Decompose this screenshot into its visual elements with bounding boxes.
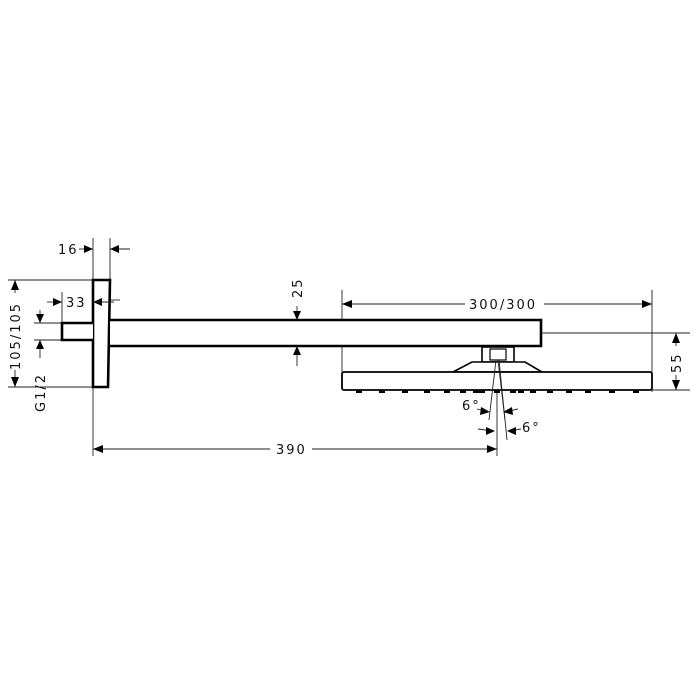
- dim-arm-height: 25: [291, 277, 306, 366]
- spray-angle-lines: [488, 359, 508, 441]
- dim-thread: G1/2: [34, 310, 49, 412]
- dim-spray-angle-right: 6°: [477, 421, 541, 436]
- dim-head-size: 300/300: [342, 298, 652, 313]
- thread-stub: [60, 321, 93, 342]
- dim-label-300-300: 300/300: [469, 298, 537, 313]
- dim-label-390: 390: [276, 443, 307, 458]
- dim-spray-angle-left: 6°: [462, 399, 519, 415]
- shower-head-dome: [452, 361, 545, 373]
- shower-nozzles: [356, 390, 639, 393]
- dim-label-105-105: 105/105: [9, 302, 24, 370]
- dim-wall-plate-height: 105/105: [9, 280, 24, 387]
- dim-label-g1-2: G1/2: [34, 373, 49, 412]
- dim-label-25: 25: [291, 277, 306, 298]
- dim-label-6deg-left: 6°: [462, 399, 481, 414]
- head-connector: [481, 346, 515, 363]
- dim-head-height: 55: [670, 333, 685, 390]
- shower-head: [341, 371, 653, 391]
- shower-arm: [110, 318, 543, 348]
- dim-label-6deg-right: 6°: [522, 421, 541, 436]
- dim-label-55: 55: [670, 352, 685, 373]
- dim-projection: 390: [93, 443, 497, 458]
- dim-label-33: 33: [66, 296, 87, 311]
- dim-label-16: 16: [58, 243, 79, 258]
- dim-wall-plate-thickness: 16: [58, 243, 130, 258]
- dim-stub-offset: 33: [47, 292, 114, 323]
- wall-plate: [91, 278, 112, 389]
